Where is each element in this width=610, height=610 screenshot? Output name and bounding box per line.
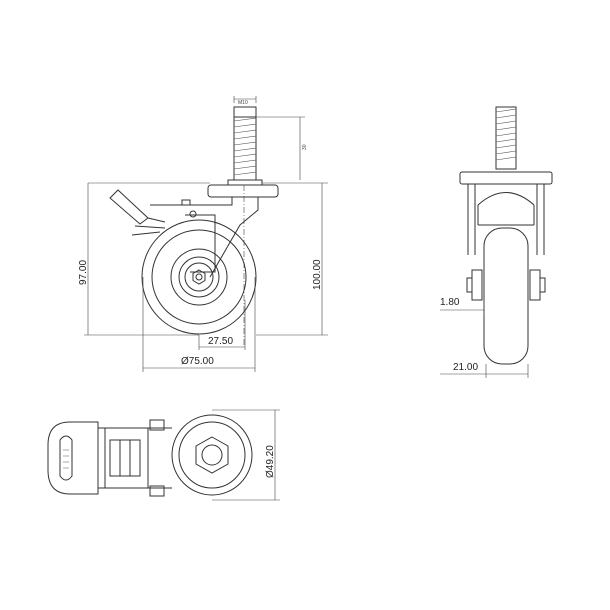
offset-label: 27.50 — [208, 336, 233, 347]
thread-label: M10 — [238, 100, 248, 106]
brake-pedal-top — [47, 421, 99, 495]
front-view: 1.80 21.00 — [440, 106, 553, 378]
front-top-plate — [459, 171, 553, 185]
threaded-stem — [233, 106, 257, 181]
brake-lever — [109, 189, 166, 236]
plate-height-label: 97.00 — [78, 260, 89, 285]
wheel-diameter-label: Ø75.00 — [181, 356, 214, 367]
fork — [150, 185, 259, 345]
front-dimension-lines — [440, 300, 529, 378]
axle-nuts — [466, 269, 546, 301]
bottom-view: Ø49.20 — [47, 409, 280, 501]
hub-dimension-line — [212, 409, 280, 501]
front-fork — [467, 184, 545, 255]
gap-label: 1.80 — [440, 297, 460, 308]
overall-height-label: 100.00 — [312, 259, 323, 290]
hub-diameter-label: Ø49.20 — [265, 445, 276, 478]
wheel — [141, 219, 257, 335]
bottom-axle-nuts — [149, 419, 165, 497]
dimension-lines — [84, 96, 328, 372]
front-wheel — [483, 227, 529, 365]
fork-top — [98, 427, 172, 489]
front-stem — [495, 106, 517, 170]
hub-top — [171, 414, 253, 496]
thread-length-label: 30 — [302, 144, 308, 150]
top-plate — [207, 179, 279, 198]
side-view: M10 30 100.00 97.00 27.50 Ø75.00 — [78, 96, 328, 372]
wheel-width-label: 21.00 — [453, 362, 478, 373]
